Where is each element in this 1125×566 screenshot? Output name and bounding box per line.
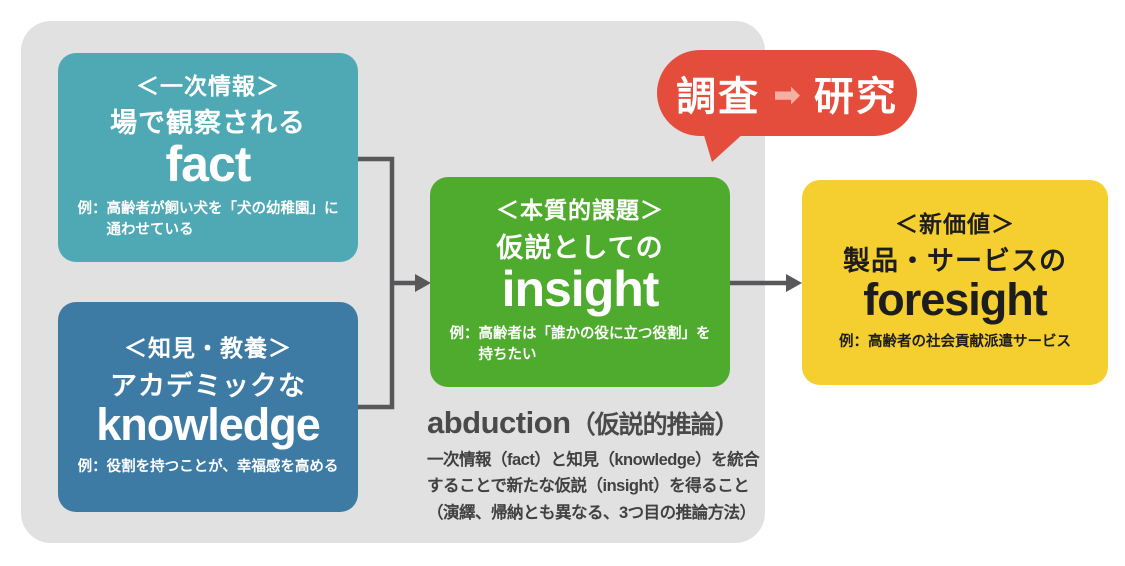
- insight-category-label: ＜本質的課題＞: [496, 197, 664, 224]
- insight-example-line1: 例：高齢者は「誰かの役に立つ役割」を: [449, 325, 711, 342]
- fact-example-line2: 通わせている: [106, 222, 194, 239]
- abduction-heading: abduction（仮説的推論）: [427, 405, 765, 440]
- fact-example: 例：高齢者が飼い犬を「犬の幼稚園」に 通わせている: [78, 199, 339, 241]
- insight-box: ＜本質的課題＞ 仮説としての insight 例：高齢者は「誰かの役に立つ役割」…: [430, 177, 730, 387]
- foresight-example-line1: 例：高齢者の社会貢献派遣サービス: [839, 334, 1071, 351]
- insight-subtitle: 仮説としての: [496, 232, 664, 263]
- knowledge-box: ＜知見・教養＞ アカデミックな knowledge 例：役割を持つことが、幸福感…: [58, 302, 358, 512]
- abduction-line-3: （演繹、帰納とも異なる、3つ目の推論方法）: [427, 503, 756, 522]
- bubble-arrow-icon: ➡: [773, 75, 801, 113]
- foresight-example: 例：高齢者の社会貢献派遣サービス: [839, 332, 1071, 353]
- fact-keyword: fact: [165, 136, 252, 193]
- insight-keyword: insight: [501, 260, 660, 317]
- foresight-category-label: ＜新価値＞: [895, 210, 1015, 237]
- fact-subtitle: 場で観察される: [110, 108, 306, 139]
- knowledge-keyword: knowledge: [96, 398, 321, 450]
- abduction-note: abduction（仮説的推論） 一次情報（fact）と知見（knowledge…: [427, 405, 765, 526]
- foresight-box: ＜新価値＞ 製品・サービスの foresight 例：高齢者の社会貢献派遣サービ…: [802, 180, 1108, 385]
- knowledge-category-label: ＜知見・教養＞: [124, 335, 292, 362]
- knowledge-subtitle: アカデミックな: [110, 370, 306, 401]
- abduction-line-2: することで新たな仮説（insight）を得ること: [427, 477, 750, 496]
- bubble-right-text: 研究: [813, 75, 898, 119]
- fact-category-label: ＜一次情報＞: [136, 72, 280, 99]
- knowledge-example-line1: 例：役割を持つことが、幸福感を高める: [77, 458, 339, 475]
- insight-example-line2: 持ちたい: [478, 346, 537, 363]
- foresight-subtitle: 製品・サービスの: [843, 246, 1067, 277]
- arrow-to-foresight-head: [786, 274, 802, 292]
- arrow-to-insight-head: [415, 274, 431, 292]
- fact-box: ＜一次情報＞ 場で観察される fact 例：高齢者が飼い犬を「犬の幼稚園」に 通…: [58, 53, 358, 262]
- abduction-heading-en: abduction: [427, 405, 571, 440]
- abduction-line-1: 一次情報（fact）と知見（knowledge）を統合: [427, 451, 760, 470]
- abduction-heading-jp: （仮説的推論）: [570, 411, 740, 439]
- insight-example: 例：高齢者は「誰かの役に立つ役割」を 持ちたい: [450, 324, 711, 366]
- knowledge-example: 例：役割を持つことが、幸福感を高める: [78, 457, 339, 478]
- speech-bubble: 調査 ➡ 研究: [657, 50, 917, 136]
- abduction-description: 一次情報（fact）と知見（knowledge）を統合 することで新たな仮説（i…: [427, 447, 765, 526]
- fact-example-line1: 例：高齢者が飼い犬を「犬の幼稚園」に: [77, 201, 339, 218]
- bubble-left-text: 調査: [676, 75, 761, 119]
- foresight-keyword: foresight: [863, 274, 1048, 326]
